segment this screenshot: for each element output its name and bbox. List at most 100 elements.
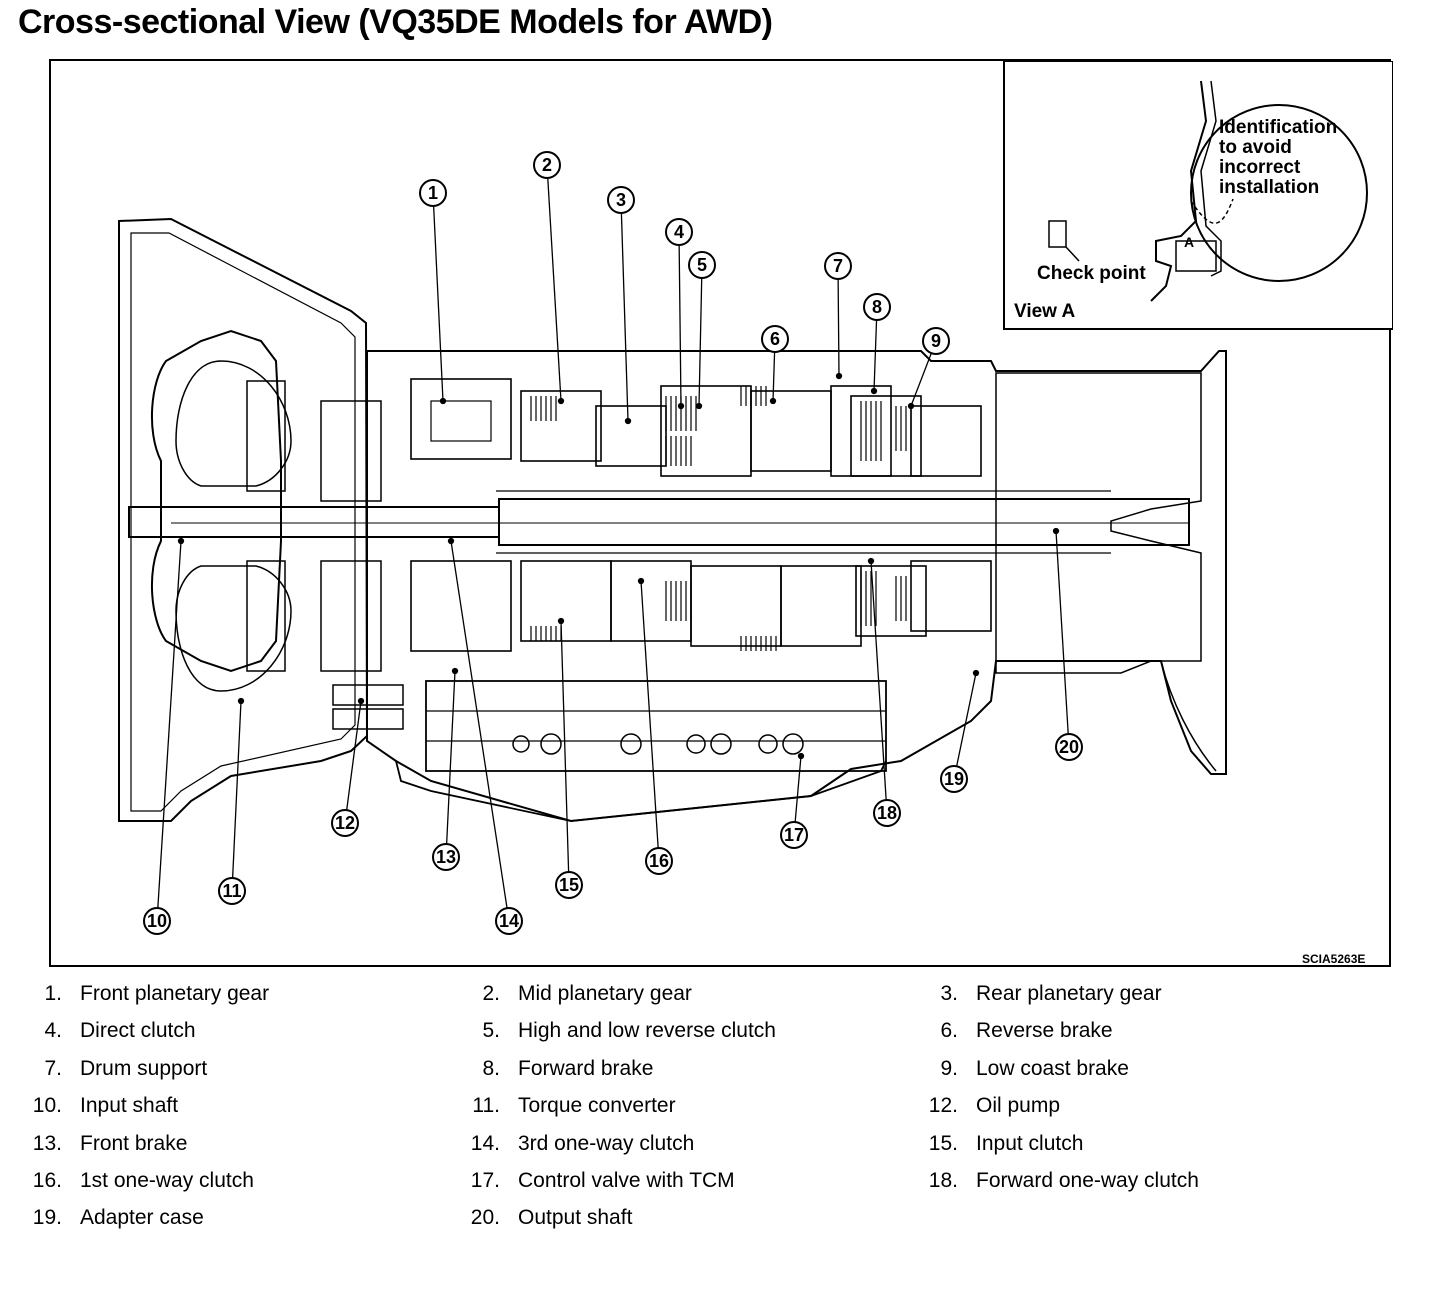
callout-number-20: 20: [1059, 737, 1079, 757]
legend-number: 19.: [32, 1206, 62, 1230]
callout-leader-16: [640, 580, 660, 862]
legend-label: Mid planetary gear: [518, 982, 692, 1005]
input-shaft: [128, 506, 500, 538]
legend-label: Front planetary gear: [80, 982, 270, 1005]
callout-number-5: 5: [697, 255, 707, 275]
identification-line-1: Identification: [1219, 117, 1337, 138]
callout-leader-3: [620, 199, 629, 422]
view-a-title: View A: [1014, 301, 1076, 322]
torque-converter: [151, 329, 282, 673]
check-point-label: Check point: [1037, 263, 1146, 284]
callout-leader-19: [953, 672, 977, 780]
callout-anchor-5: [695, 402, 703, 410]
legend-label: Low coast brake: [976, 1056, 1129, 1080]
legend-label: 1st one-way clutch: [80, 1169, 254, 1192]
legend-number: 15.: [928, 1131, 958, 1155]
callout-anchor-3: [624, 417, 632, 425]
main-case: [366, 350, 1227, 823]
callout-leader-10: [156, 540, 182, 922]
callout-leader-12: [344, 700, 362, 824]
legend-number: 18.: [928, 1169, 958, 1192]
callout-leader-1: [432, 192, 444, 402]
callout-circle-11: [218, 877, 246, 905]
callout-circle-13: [432, 843, 460, 871]
callout-circle-6: [761, 325, 789, 353]
page-title: Cross-sectional View (VQ35DE Models for …: [18, 3, 773, 41]
legend-label: Forward brake: [518, 1056, 654, 1080]
callout-leader-20: [1055, 530, 1070, 748]
identification-line-2: to avoid: [1219, 137, 1292, 158]
callout-circle-1: [419, 179, 447, 207]
callout-number-1: 1: [428, 183, 438, 203]
callout-leader-15: [560, 620, 570, 886]
legend-number: 13.: [32, 1131, 62, 1155]
callout-leader-7: [837, 265, 840, 377]
callout-circle-4: [665, 218, 693, 246]
callout-circle-19: [940, 765, 968, 793]
converter-housing: [118, 217, 369, 822]
legend-label: Reverse brake: [976, 1019, 1113, 1043]
callout-number-19: 19: [944, 769, 964, 789]
adapter-case: [995, 372, 1202, 674]
callout-circle-12: [331, 809, 359, 837]
legend-label: Adapter case: [80, 1206, 204, 1230]
callout-number-13: 13: [436, 847, 456, 867]
legend-number: 16.: [32, 1169, 62, 1192]
oil-pan: [395, 760, 887, 822]
legend-number: 8.: [482, 1056, 500, 1080]
legend-number: 4.: [44, 1019, 62, 1043]
legend-label: 3rd one-way clutch: [518, 1131, 695, 1155]
legend-number: 3.: [940, 982, 958, 1005]
legend-number: 7.: [44, 1056, 62, 1080]
valve-ports: [512, 733, 804, 755]
callout-circle-17: [780, 821, 808, 849]
callout-leader-13: [445, 670, 456, 858]
callout-number-11: 11: [222, 881, 241, 901]
converter-housing-inner: [130, 232, 356, 812]
callout-anchor-15: [557, 617, 565, 625]
callout-number-3: 3: [616, 190, 626, 210]
callout-number-15: 15: [559, 875, 579, 895]
legend-number: 12.: [928, 1094, 958, 1118]
callout-leader-11: [231, 700, 242, 892]
callout-anchor-16: [637, 577, 645, 585]
legend-label: Output shaft: [518, 1206, 633, 1230]
callout-number-4: 4: [674, 222, 684, 242]
callout-circle-20: [1055, 733, 1083, 761]
callout-number-8: 8: [872, 297, 882, 317]
legend-label: Front brake: [80, 1131, 188, 1155]
callout-anchor-10: [177, 537, 185, 545]
callout-leaders: [156, 164, 1070, 922]
callout-number-17: 17: [784, 825, 804, 845]
callout-anchor-20: [1052, 527, 1060, 535]
callout-circle-10: [143, 907, 171, 935]
callout-circle-18: [873, 799, 901, 827]
legend-label: Input clutch: [976, 1131, 1084, 1155]
callout-number-18: 18: [877, 803, 897, 823]
callout-anchor-8: [870, 387, 878, 395]
legend-label: Oil pump: [976, 1094, 1061, 1118]
legend-number: 6.: [940, 1019, 958, 1043]
callout-anchor-6: [769, 397, 777, 405]
legend-label: Drum support: [80, 1056, 208, 1080]
callout-number-16: 16: [649, 851, 669, 871]
callout-circle-9: [922, 327, 950, 355]
callout-anchor-14: [447, 537, 455, 545]
control-valve: [425, 680, 887, 772]
callout-anchor-19: [972, 669, 980, 677]
callout-leader-2: [546, 164, 562, 402]
callout-anchor-4: [677, 402, 685, 410]
legend-label: Rear planetary gear: [976, 982, 1162, 1005]
callout-anchor-11: [237, 697, 245, 705]
view-a-marker: A: [1184, 234, 1194, 250]
callout-anchor-17: [797, 752, 805, 760]
callout-leader-5: [698, 264, 703, 407]
identification-line-3: incorrect: [1219, 157, 1301, 178]
callout-anchor-18: [867, 557, 875, 565]
callout-circle-14: [495, 907, 523, 935]
callout-circle-5: [688, 251, 716, 279]
callout-anchor-1: [439, 397, 447, 405]
callout-number-2: 2: [542, 155, 552, 175]
callout-leader-4: [678, 231, 682, 407]
